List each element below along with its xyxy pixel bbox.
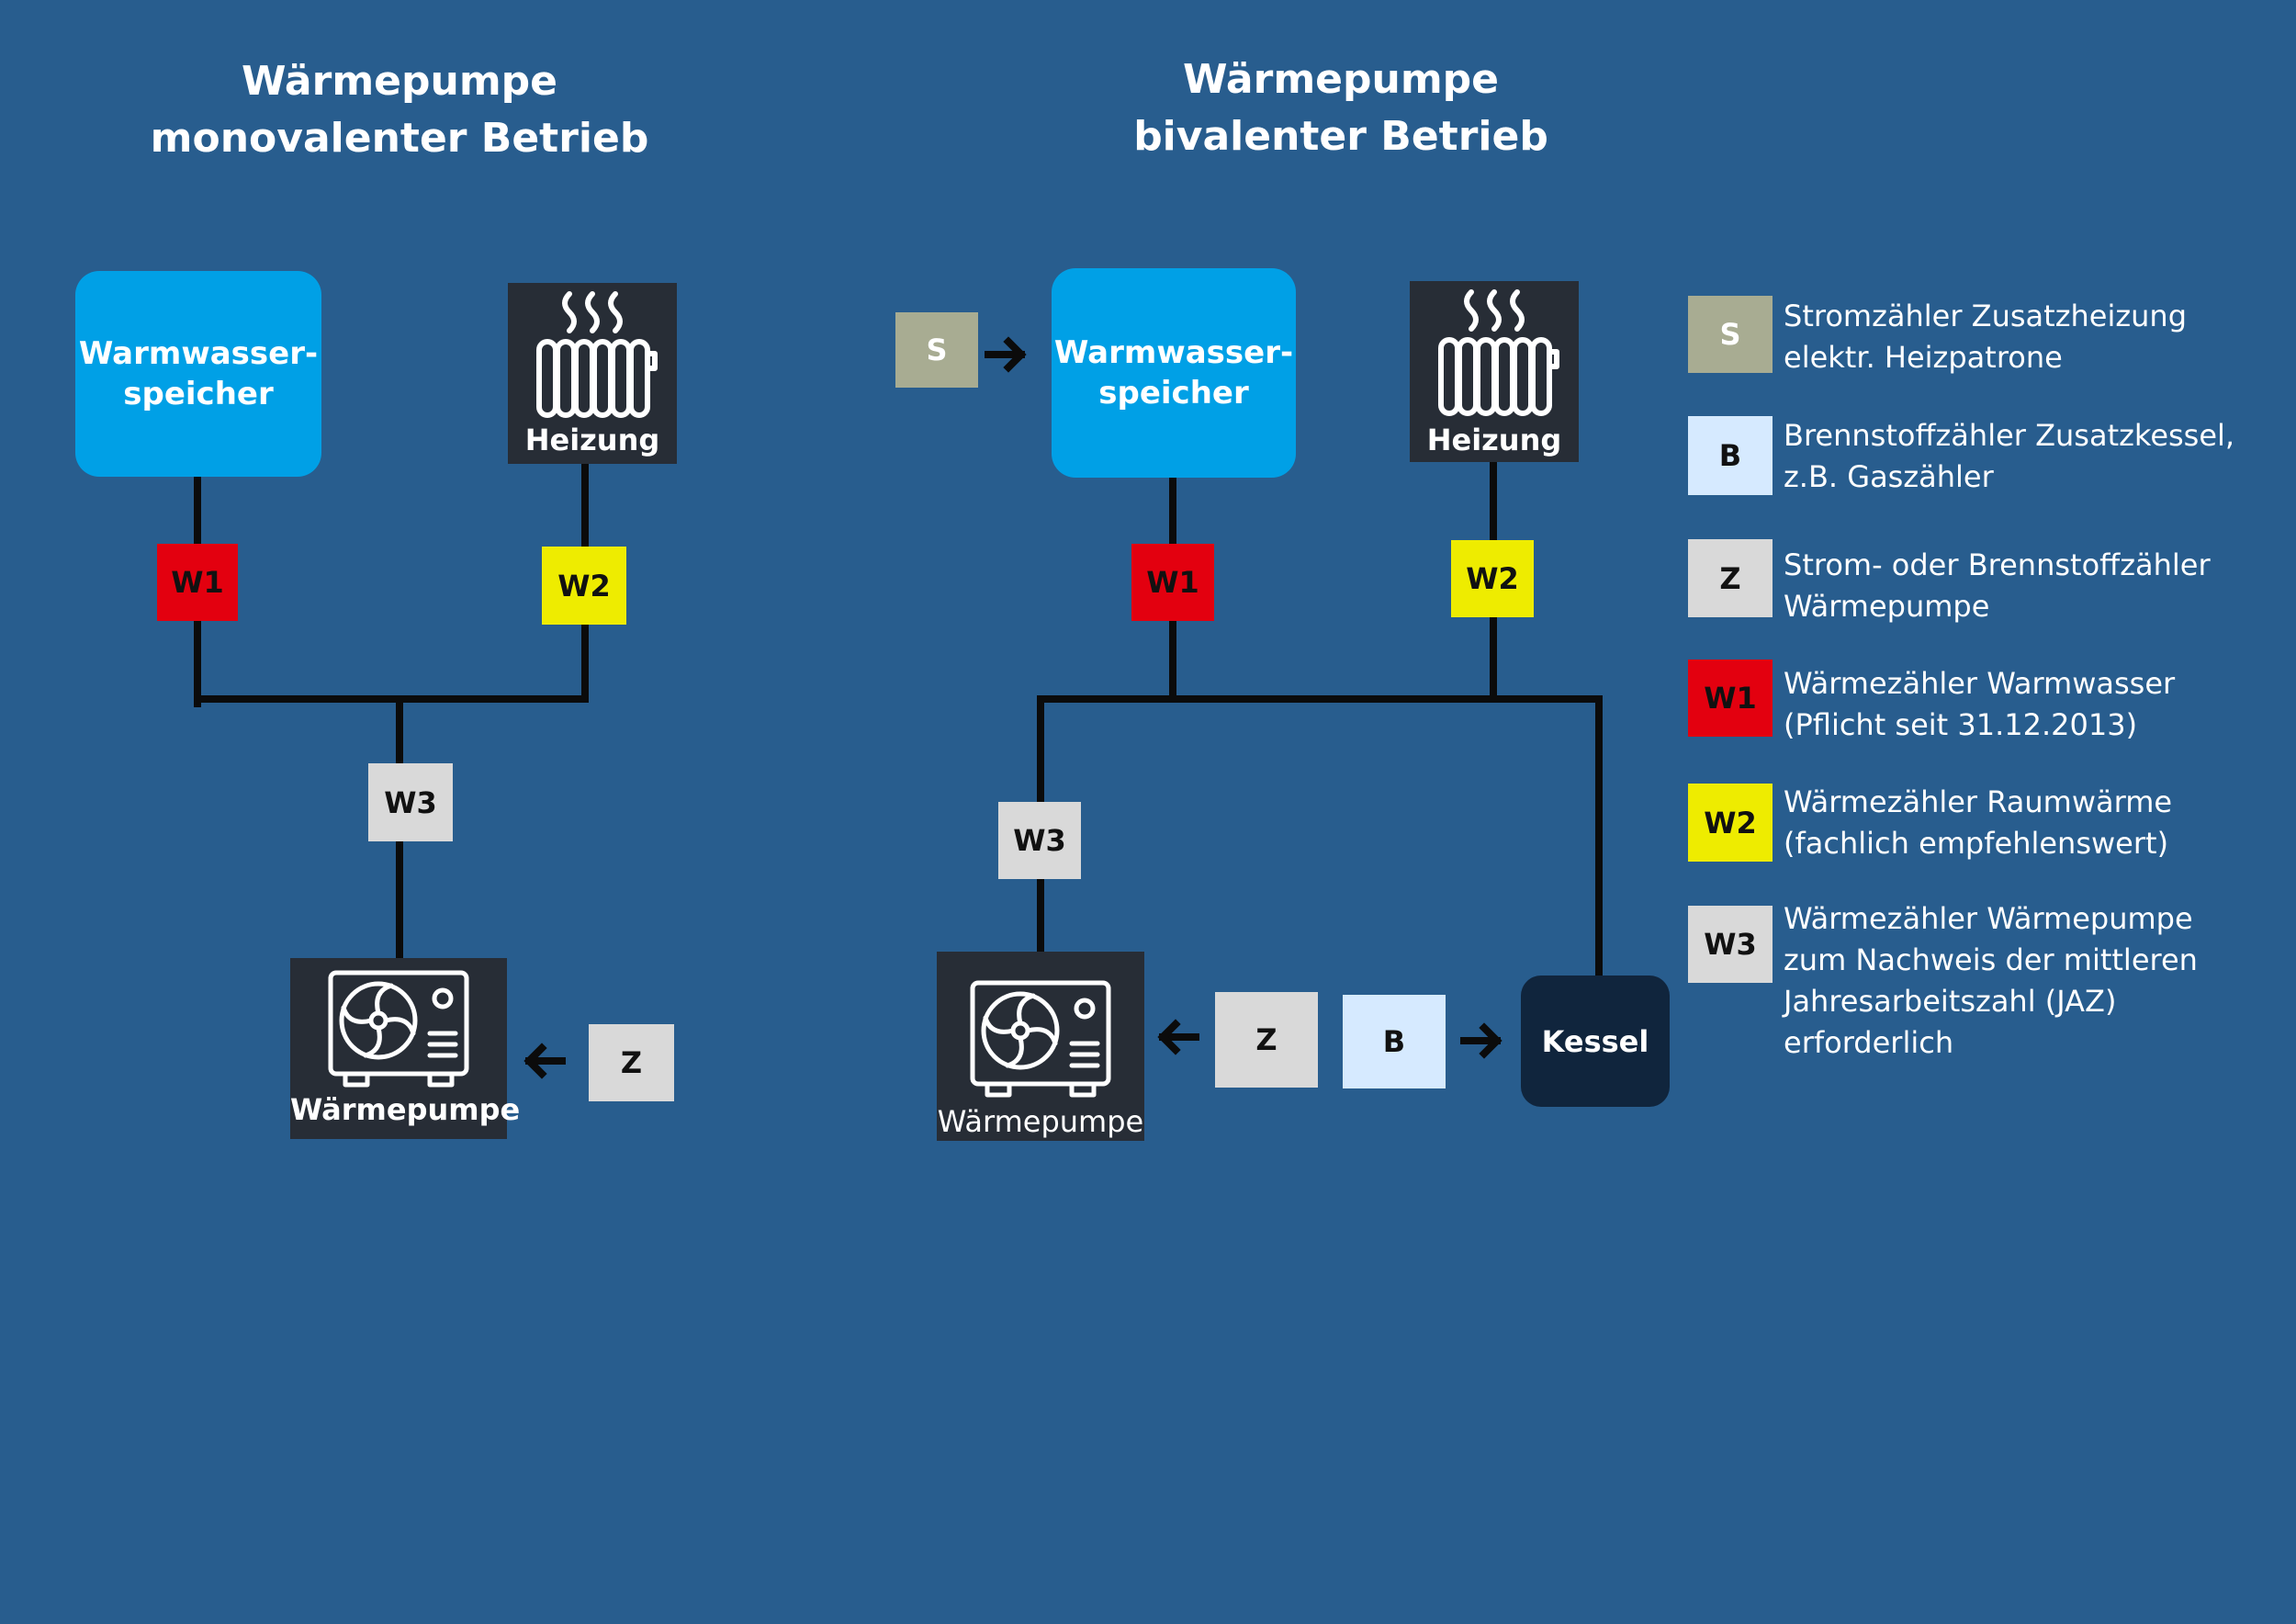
arrow-left-icon <box>523 1043 566 1079</box>
legend-z-line2: Wärmepumpe <box>1784 589 1990 624</box>
legend-w2-line2: (fachlich empfehlenswert) <box>1784 826 2169 861</box>
title-bivalent-line1: Wärmepumpe <box>1182 56 1500 103</box>
title-monovalent: Wärmepumpe monovalenter Betrieb <box>119 53 680 167</box>
meter-b: B <box>1343 995 1446 1088</box>
meter-z: Z <box>589 1024 674 1101</box>
legend-s-line1: Stromzähler Zusatzheizung <box>1784 299 2188 333</box>
legend-w3-line3: Jahresarbeitszahl (JAZ) <box>1784 984 2117 1019</box>
arrow-left-icon <box>1157 1019 1199 1055</box>
wire-horizontal <box>194 695 589 703</box>
legend-swatch-w3: W3 <box>1688 906 1773 983</box>
legend-w3-line2: zum Nachweis der mittleren <box>1784 942 2198 977</box>
radiator-icon <box>536 291 658 418</box>
speicher-biv-label-line2: speicher <box>1098 375 1249 412</box>
legend-text-z: Strom- oder Brennstoffzähler Wärmepumpe <box>1784 545 2211 627</box>
kessel-node: Kessel <box>1521 976 1670 1107</box>
heat-pump-icon <box>328 970 469 1088</box>
legend-swatch-s: S <box>1688 296 1773 373</box>
meter-w2-biv: W2 <box>1451 540 1534 617</box>
legend-text-w3: Wärmezähler Wärmepumpe zum Nachweis der … <box>1784 898 2198 1064</box>
title-monovalent-line1: Wärmepumpe <box>241 58 558 105</box>
meter-w3-biv: W3 <box>998 802 1081 879</box>
legend-text-w1: Wärmezähler Warmwasser (Pflicht seit 31.… <box>1784 663 2175 746</box>
meter-w2: W2 <box>542 547 626 625</box>
waermepumpe-biv-label: Wärmepumpe <box>937 1104 1144 1139</box>
arrow-right-icon <box>985 336 1027 373</box>
legend-b-line1: Brennstoffzähler Zusatzkessel, <box>1784 418 2235 453</box>
meter-z-biv: Z <box>1215 992 1318 1088</box>
legend-w3-line4: erforderlich <box>1784 1025 1954 1060</box>
meter-w1-biv: W1 <box>1131 544 1214 621</box>
heizung-label: Heizung <box>524 423 660 457</box>
radiator-icon <box>1438 289 1559 416</box>
heat-pump-icon <box>970 980 1111 1098</box>
meter-w3: W3 <box>368 763 453 841</box>
legend-z-line1: Strom- oder Brennstoffzähler <box>1784 547 2211 582</box>
legend-w3-line1: Wärmezähler Wärmepumpe <box>1784 901 2193 936</box>
heizung-node-biv: Heizung <box>1410 281 1579 462</box>
title-monovalent-line2: monovalenter Betrieb <box>150 115 649 162</box>
speicher-label-line1: Warmwasser- <box>78 335 319 372</box>
heizung-node: Heizung <box>508 283 677 464</box>
legend-s-line2: elektr. Heizpatrone <box>1784 340 2063 375</box>
warmwasserspeicher-node: Warmwasser- speicher <box>75 271 321 477</box>
kessel-label: Kessel <box>1541 1023 1649 1059</box>
waermepumpe-label: Wärmepumpe <box>290 1092 521 1127</box>
legend-swatch-w2: W2 <box>1688 784 1773 862</box>
legend-text-s: Stromzähler Zusatzheizung elektr. Heizpa… <box>1784 296 2187 378</box>
legend-w1-line1: Wärmezähler Warmwasser <box>1784 666 2176 701</box>
warmwasserspeicher-node-biv: Warmwasser- speicher <box>1052 268 1296 478</box>
heizung-biv-label: Heizung <box>1426 423 1562 457</box>
title-bivalent: Wärmepumpe bivalenter Betrieb <box>1065 51 1616 165</box>
legend-w2-line1: Wärmezähler Raumwärme <box>1784 784 2173 819</box>
title-bivalent-line2: bivalenter Betrieb <box>1133 113 1548 160</box>
arrow-right-icon <box>1460 1022 1503 1059</box>
legend-w1-line2: (Pflicht seit 31.12.2013) <box>1784 707 2138 742</box>
speicher-biv-label-line1: Warmwasser- <box>1053 334 1294 371</box>
legend-b-line2: z.B. Gaszähler <box>1784 459 1994 494</box>
meter-w1: W1 <box>157 544 238 621</box>
legend-text-b: Brennstoffzähler Zusatzkessel, z.B. Gasz… <box>1784 415 2234 498</box>
speicher-label-line2: speicher <box>123 376 274 412</box>
legend-text-w2: Wärmezähler Raumwärme (fachlich empfehle… <box>1784 782 2172 864</box>
legend-swatch-b: B <box>1688 416 1773 495</box>
legend-swatch-z: Z <box>1688 539 1773 617</box>
waermepumpe-node-biv: Wärmepumpe <box>937 952 1144 1141</box>
waermepumpe-node: Wärmepumpe <box>290 958 521 1139</box>
meter-s: S <box>895 312 978 388</box>
wire-horizontal-biv <box>1037 695 1603 703</box>
wire-to-kessel <box>1595 695 1603 978</box>
legend-swatch-w1: W1 <box>1688 660 1773 737</box>
